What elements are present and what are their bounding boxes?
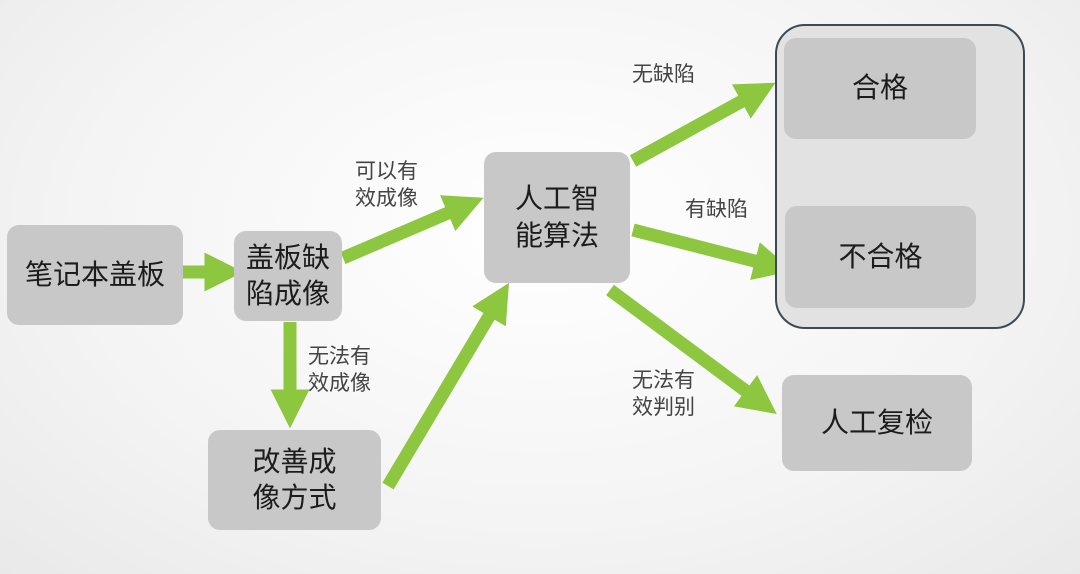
label-no-defect: 无缺陷 <box>632 62 695 86</box>
arrow-improve-to-ai <box>382 282 509 490</box>
arrow-ai-to-recheck <box>606 284 777 414</box>
arrow-imaging-to-ai <box>340 195 484 264</box>
label-has-defect: 有缺陷 <box>685 197 748 221</box>
label-cannot-image: 无法有 效成像 <box>308 344 371 396</box>
node-fail: 不合格 <box>785 206 976 308</box>
node-improve-imaging: 改善成 像方式 <box>208 430 381 530</box>
arrow-ai-to-fail <box>631 223 793 281</box>
node-notebook-cover: 笔记本盖板 <box>7 225 183 325</box>
node-pass: 合格 <box>784 38 976 139</box>
label-can-image: 可以有 效成像 <box>355 159 418 211</box>
node-manual-recheck: 人工复检 <box>782 375 972 471</box>
label-cannot-judge: 无法有 效判别 <box>632 368 695 420</box>
node-defect-imaging: 盖板缺 陷成像 <box>234 231 342 321</box>
arrow-ai-to-pass <box>629 82 776 167</box>
node-ai-algorithm: 人工智 能算法 <box>484 152 630 283</box>
